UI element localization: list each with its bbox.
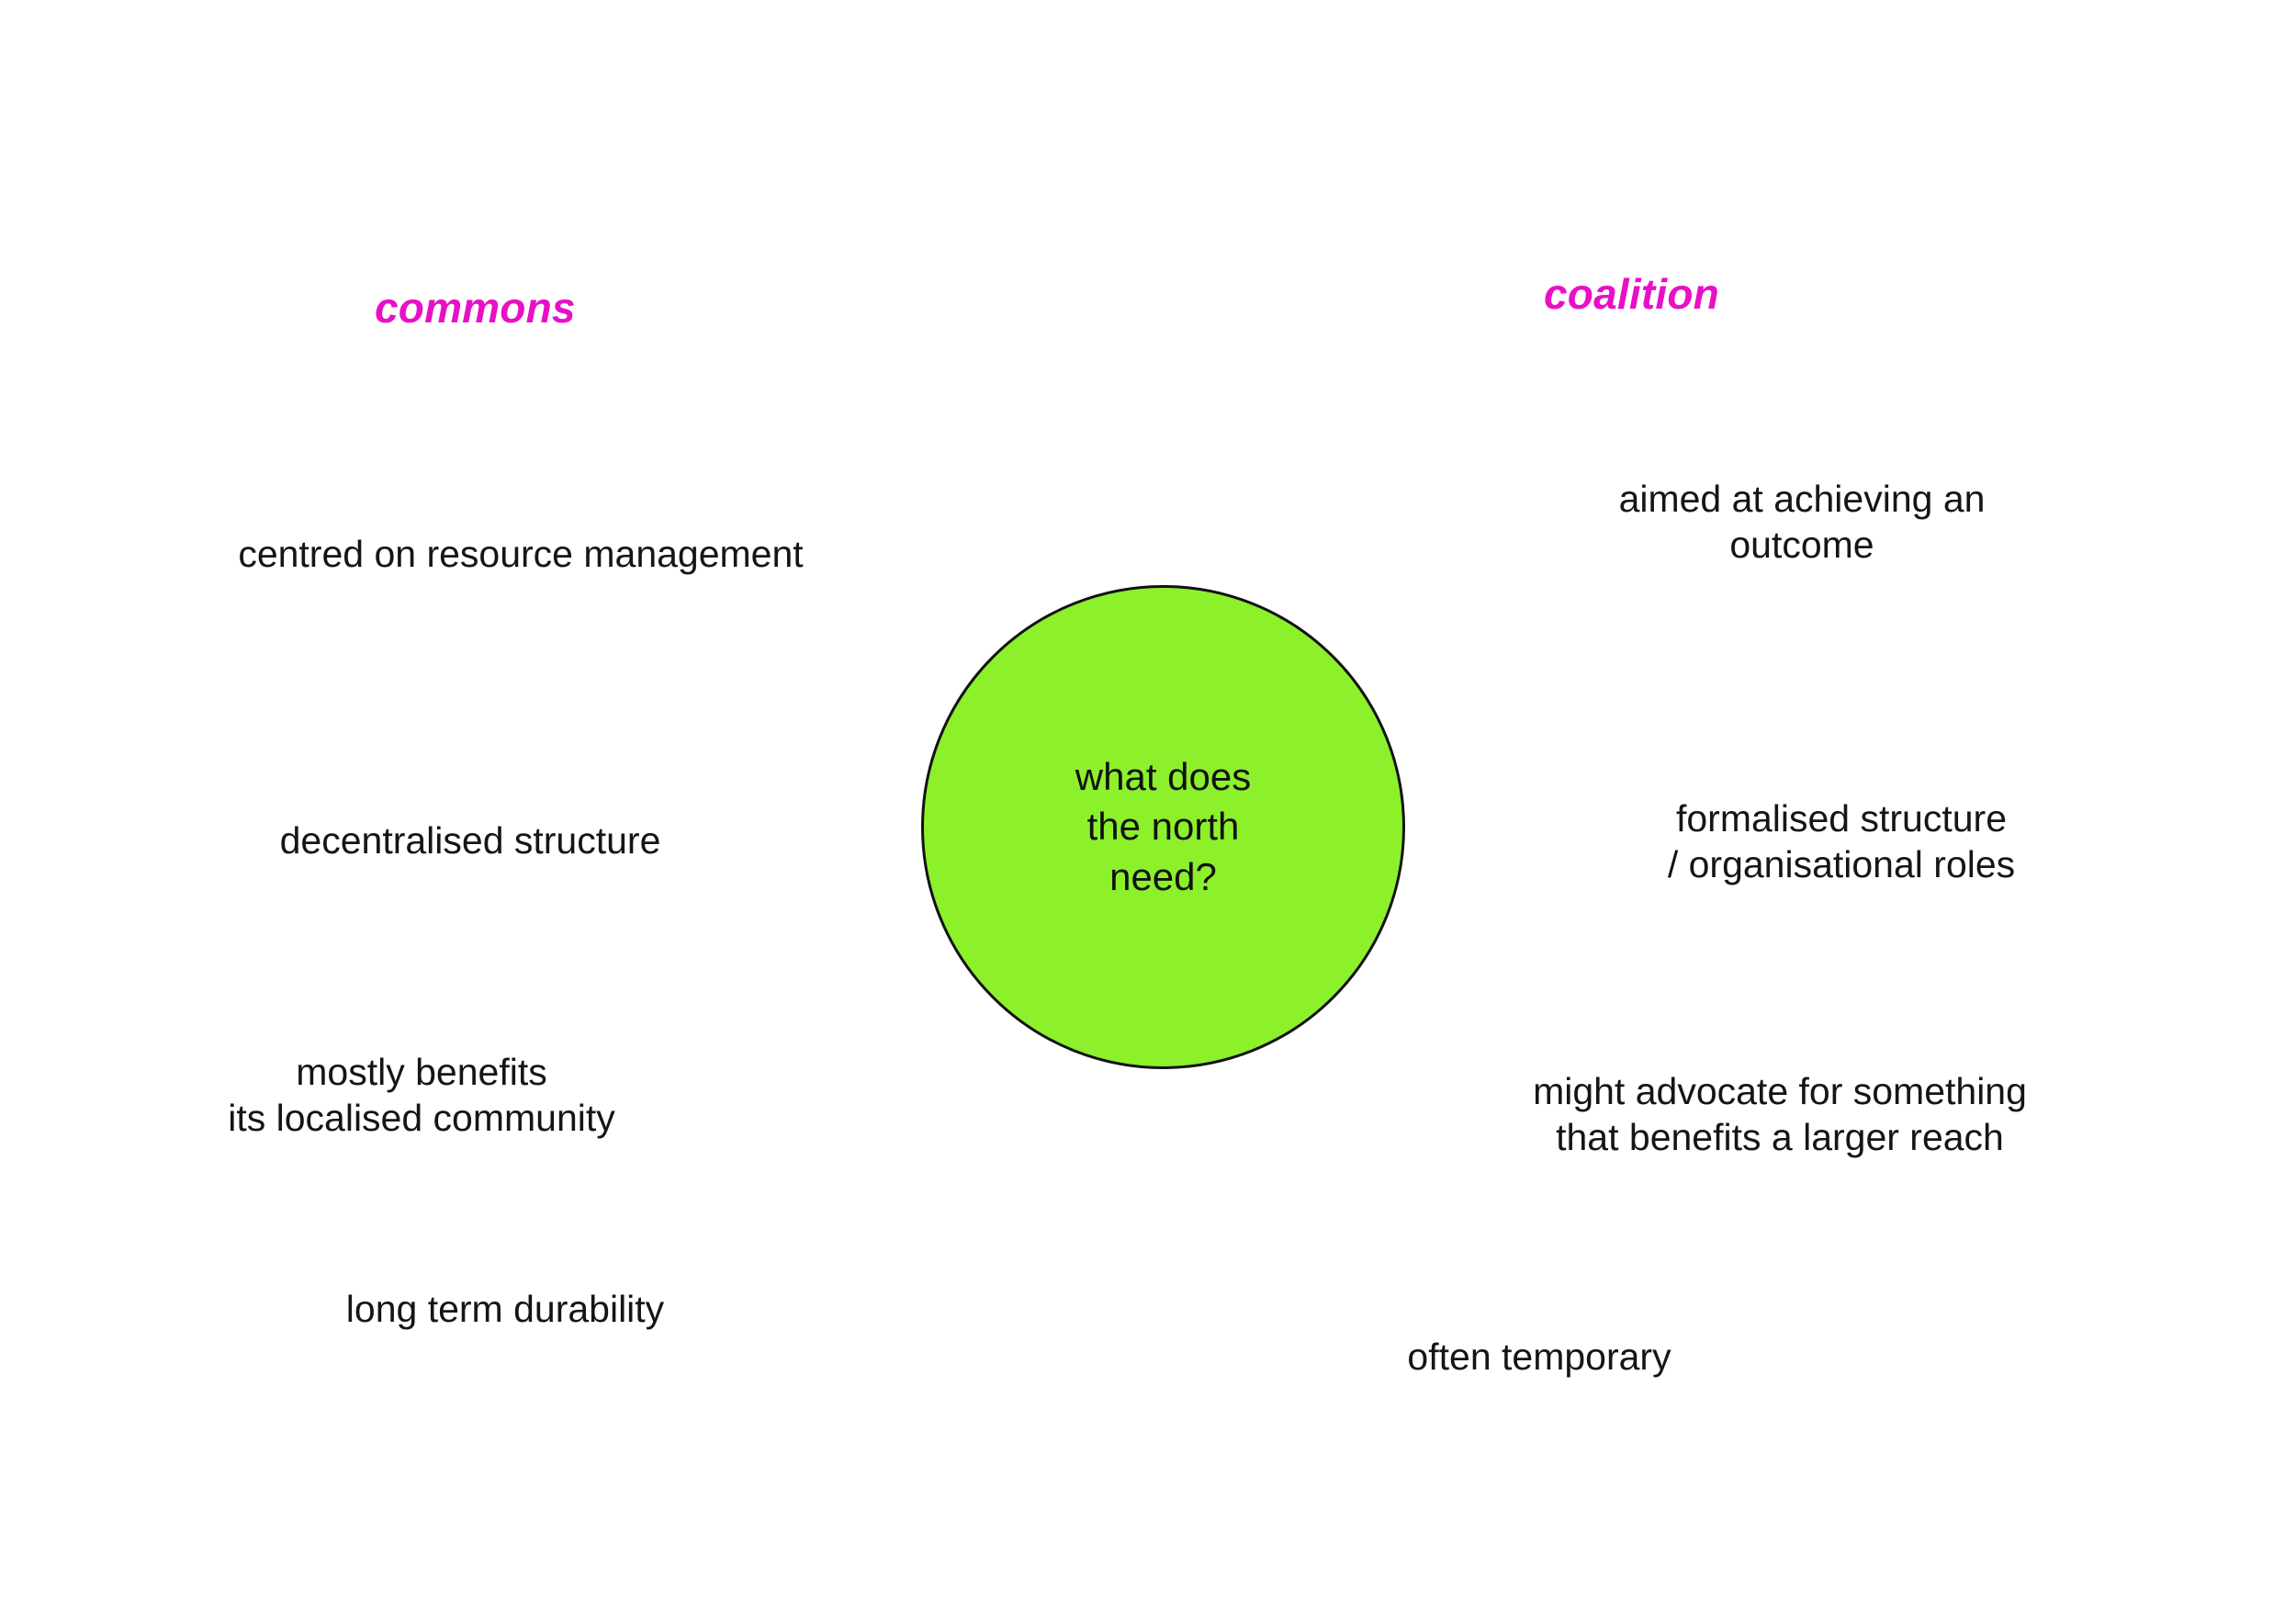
note-coalition-often-temporary: often temporary	[1407, 1336, 1671, 1378]
note-coalition-achieving-outcome: aimed at achieving an outcome	[1618, 478, 1986, 567]
note-commons-decentralised-structure: decentralised structure	[279, 819, 661, 862]
center-question-label: what does the north need?	[1075, 754, 1252, 898]
note-commons-resource-management: centred on resource management	[238, 533, 804, 575]
note-coalition-formalised-structure: formalised structure / organisational ro…	[1667, 797, 2016, 886]
note-commons-localised-community: mostly benefits its localised community	[228, 1051, 615, 1140]
center-question-circle: what does the north need?	[921, 585, 1405, 1069]
column-heading-commons: commons	[375, 284, 576, 332]
note-coalition-larger-reach: might advocate for something that benefi…	[1533, 1070, 2027, 1159]
note-commons-long-term-durability: long term durability	[345, 1288, 665, 1330]
column-heading-coalition: coalition	[1544, 270, 1719, 318]
